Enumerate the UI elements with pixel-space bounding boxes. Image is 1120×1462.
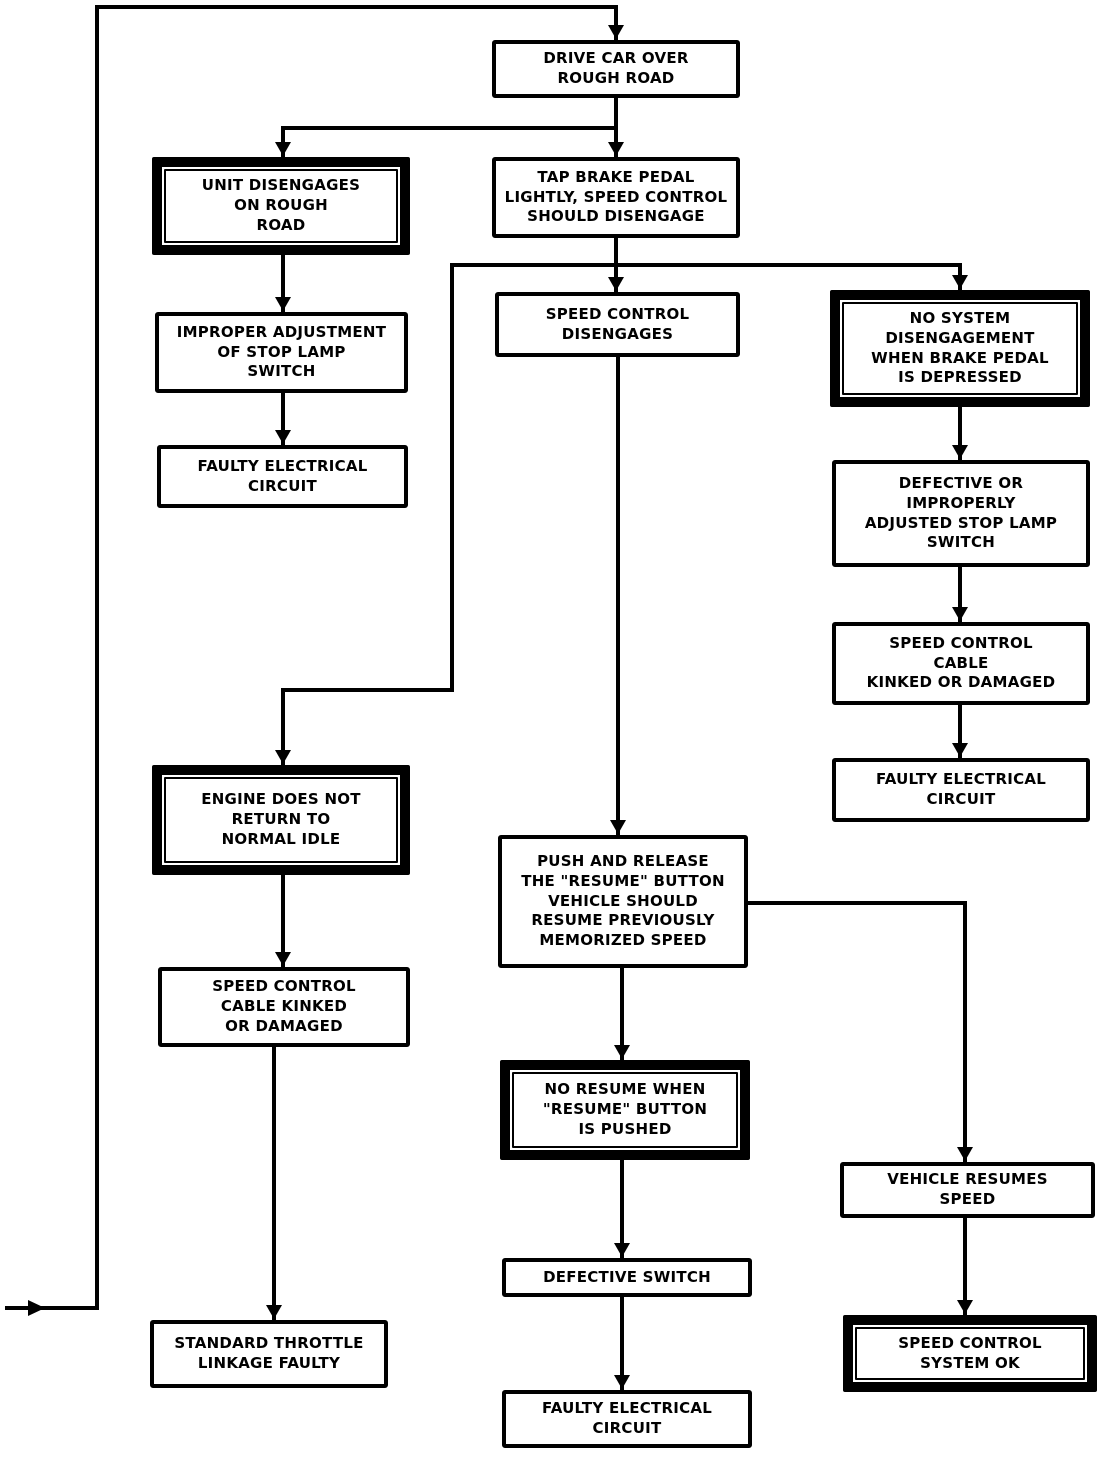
connector-push-to-no-resume	[620, 968, 624, 1060]
connector-into-drive-car	[614, 5, 618, 40]
node-unit-disengages: UNIT DISENGAGES ON ROUGH ROAD	[152, 157, 410, 255]
arrowhead-into-standard-throttle	[266, 1305, 282, 1319]
node-faulty-electrical-circuit-right: FAULTY ELECTRICAL CIRCUIT	[832, 758, 1090, 822]
connector-cable-to-faulty-right	[958, 705, 962, 758]
arrowhead-into-push-resume	[610, 820, 626, 834]
node-faulty-electrical-circuit-left: FAULTY ELECTRICAL CIRCUIT	[157, 445, 408, 508]
connector-disengages-to-push-resume	[616, 357, 620, 835]
node-label: FAULTY ELECTRICAL CIRCUIT	[875, 770, 1047, 808]
node-label: FAULTY ELECTRICAL CIRCUIT	[197, 456, 368, 495]
arrowhead-into-vehicle-resumes	[957, 1147, 973, 1161]
arrowhead-into-cable-kinked-left	[275, 952, 291, 966]
node-vehicle-resumes-speed: VEHICLE RESUMES SPEED	[840, 1162, 1095, 1218]
node-defective-switch: DEFECTIVE SWITCH	[502, 1258, 752, 1297]
node-tap-brake-pedal: TAP BRAKE PEDAL LIGHTLY, SPEED CONTROL S…	[492, 157, 740, 238]
arrowhead-into-improper-adjustment	[275, 297, 291, 311]
connector-switch-to-faulty-bottom	[620, 1297, 624, 1390]
node-defective-stop-lamp-switch: DEFECTIVE OR IMPROPERLY ADJUSTED STOP LA…	[832, 460, 1090, 567]
node-speed-control-cable-kinked-left: SPEED CONTROL CABLE KINKED OR DAMAGED	[158, 967, 410, 1047]
connector-branch-rough-road	[281, 126, 618, 130]
node-label: FAULTY ELECTRICAL CIRCUIT	[541, 1399, 713, 1437]
connector-into-vehicle-resumes	[963, 901, 967, 1162]
arrowhead-into-faulty-circuit-left	[275, 430, 291, 444]
arrowhead-into-faulty-circuit-right	[952, 743, 968, 757]
connector-improper-to-faulty	[281, 393, 285, 445]
node-label: SPEED CONTROL CABLE KINKED OR DAMAGED	[212, 977, 356, 1035]
node-label: NO SYSTEM DISENGAGEMENT WHEN BRAKE PEDAL…	[871, 308, 1049, 387]
node-label: DEFECTIVE OR IMPROPERLY ADJUSTED STOP LA…	[864, 473, 1058, 552]
node-label: SPEED CONTROL CABLE KINKED OR DAMAGED	[866, 633, 1056, 692]
connector-feedback-bottom	[5, 1306, 98, 1310]
node-label: VEHICLE RESUMES SPEED	[887, 1170, 1048, 1208]
connector-feedback-top	[95, 5, 618, 9]
node-drive-car: DRIVE CAR OVER ROUGH ROAD	[492, 40, 740, 98]
connector-into-unit-disengages	[281, 126, 285, 157]
arrowhead-into-speed-ok	[957, 1300, 973, 1314]
node-label: DRIVE CAR OVER ROUGH ROAD	[543, 49, 689, 87]
arrowhead-into-defective-stop-lamp	[952, 445, 968, 459]
arrowhead-into-faulty-circuit-bottom	[614, 1375, 630, 1389]
arrowhead-into-no-resume	[614, 1045, 630, 1059]
node-no-resume-when-pushed: NO RESUME WHEN "RESUME" BUTTON IS PUSHED	[500, 1060, 750, 1160]
node-faulty-electrical-circuit-bottom: FAULTY ELECTRICAL CIRCUIT	[502, 1390, 752, 1448]
arrowhead-into-drive-car	[608, 25, 624, 39]
node-improper-adjustment-stop-lamp: IMPROPER ADJUSTMENT OF STOP LAMP SWITCH	[155, 312, 408, 393]
connector-unit-to-improper	[281, 255, 285, 312]
connector-defective-to-cable	[958, 567, 962, 622]
node-label: NO RESUME WHEN "RESUME" BUTTON IS PUSHED	[542, 1080, 708, 1138]
connector-feedback-left	[95, 5, 99, 1310]
node-label: TAP BRAKE PEDAL LIGHTLY, SPEED CONTROL S…	[504, 167, 728, 226]
node-speed-control-disengages: SPEED CONTROL DISENGAGES	[495, 292, 740, 357]
arrowhead-into-cable-kinked-right	[952, 607, 968, 621]
arrowhead-into-engine-idle	[275, 750, 291, 764]
connector-resumes-to-system-ok	[963, 1218, 967, 1315]
node-speed-control-system-ok: SPEED CONTROL SYSTEM OK	[843, 1315, 1097, 1392]
node-speed-control-cable-kinked-right: SPEED CONTROL CABLE KINKED OR DAMAGED	[832, 622, 1090, 705]
arrowhead-into-speed-disengages	[608, 277, 624, 291]
arrowhead-into-no-system	[952, 275, 968, 289]
arrowhead-right-feedback	[28, 1300, 45, 1316]
connector-branch-brake-test	[450, 263, 962, 267]
node-standard-throttle-linkage: STANDARD THROTTLE LINKAGE FAULTY	[150, 1320, 388, 1388]
arrowhead-into-tap-brake	[608, 142, 624, 156]
node-label: STANDARD THROTTLE LINKAGE FAULTY	[174, 1334, 364, 1372]
node-label: SPEED CONTROL SYSTEM OK	[898, 1333, 1042, 1372]
connector-no-system-to-defective	[958, 407, 962, 460]
connector-cable-to-throttle	[272, 1047, 276, 1320]
connector-engine-to-cable-left	[281, 875, 285, 967]
connector-into-engine-idle	[281, 688, 285, 765]
node-push-release-resume: PUSH AND RELEASE THE "RESUME" BUTTON VEH…	[498, 835, 748, 968]
arrowhead-into-unit-disengages	[275, 142, 291, 156]
connector-push-resume-right	[748, 901, 967, 905]
node-no-system-disengagement: NO SYSTEM DISENGAGEMENT WHEN BRAKE PEDAL…	[830, 290, 1090, 407]
node-engine-does-not-return-idle: ENGINE DOES NOT RETURN TO NORMAL IDLE	[152, 765, 410, 875]
connector-branch-left-elbow	[281, 688, 454, 692]
arrowhead-into-defective-switch	[614, 1243, 630, 1257]
connector-no-resume-to-switch	[620, 1160, 624, 1258]
node-label: SPEED CONTROL DISENGAGES	[545, 304, 690, 343]
connector-branch-left-drop	[450, 263, 454, 692]
node-label: IMPROPER ADJUSTMENT OF STOP LAMP SWITCH	[176, 322, 387, 381]
node-label: PUSH AND RELEASE THE "RESUME" BUTTON VEH…	[521, 852, 725, 950]
node-label: ENGINE DOES NOT RETURN TO NORMAL IDLE	[201, 790, 361, 848]
node-label: DEFECTIVE SWITCH	[543, 1267, 711, 1286]
node-label: UNIT DISENGAGES ON ROUGH ROAD	[201, 176, 361, 234]
